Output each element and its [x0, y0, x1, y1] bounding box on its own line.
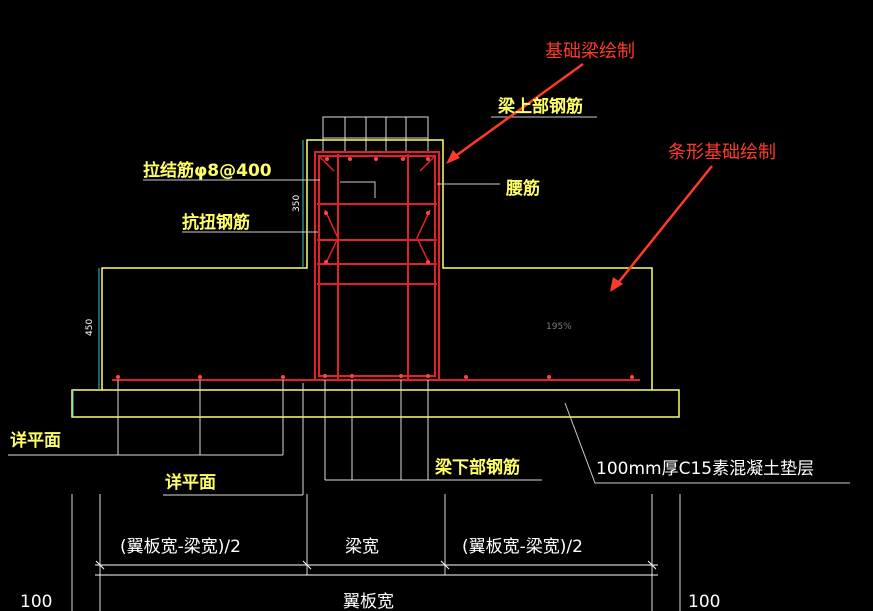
leader-lines	[143, 116, 850, 484]
dim-left-label: (翼板宽-梁宽)/2	[120, 537, 241, 557]
left-vertical-dimension	[72, 140, 304, 416]
annotation-beam-label: 基础梁绘制	[545, 41, 635, 62]
cushion-label: 100mm厚C15素混凝土垫层	[596, 459, 814, 479]
rebar-dots	[116, 157, 634, 379]
level-mid-label: 详平面	[165, 472, 216, 493]
extension-lines	[8, 380, 681, 611]
dim-mid-label: 梁宽	[345, 537, 379, 557]
dimension-lines	[95, 560, 658, 576]
level-left-label: 详平面	[10, 430, 61, 451]
beam-height-label: 350	[292, 195, 302, 212]
stirrup-label: 拉结筋φ8@400	[143, 160, 272, 181]
annotation-strip-label: 条形基础绘制	[668, 142, 776, 163]
dim-100-left-label: 100	[20, 592, 52, 611]
dim-right-label: (翼板宽-梁宽)/2	[462, 537, 583, 557]
rebar-cage	[314, 151, 440, 381]
annotation-arrow-strip	[610, 165, 713, 292]
zoom-watermark: 195%	[546, 322, 572, 332]
annotation-arrow-beam	[446, 62, 584, 164]
waist-bar-label: 腰筋	[506, 178, 540, 199]
foundation-outline	[101, 139, 653, 390]
torsion-bar-label: 抗扭钢筋	[182, 212, 250, 233]
cushion-layer	[71, 389, 680, 418]
stirrup-hooks	[319, 156, 435, 266]
dim-100-right-label: 100	[688, 592, 720, 611]
bottom-bar-label: 梁下部钢筋	[434, 457, 520, 478]
left-height-label: 450	[85, 319, 95, 336]
top-bar-label: 梁上部钢筋	[497, 96, 583, 117]
dim-total-label: 翼板宽	[343, 592, 394, 611]
beam-inner-detail	[340, 181, 376, 198]
top-rebar-grid	[322, 116, 429, 153]
